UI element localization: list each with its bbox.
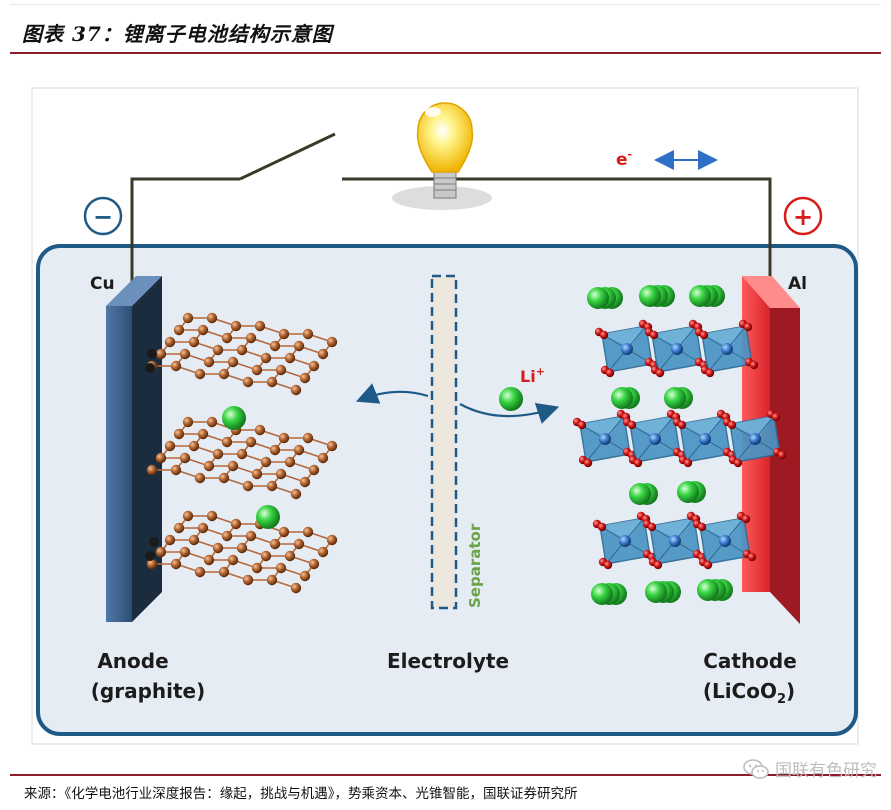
ion-arrow-to-anode (355, 383, 429, 404)
lithium-ion-anode-2 (256, 505, 280, 529)
watermark: 国联有色研究 (743, 756, 877, 781)
separator-label: Separator (466, 523, 484, 608)
coo6-layer-3 (592, 511, 757, 570)
graphite-layers (145, 312, 338, 594)
top-rule (10, 4, 881, 5)
licoo2-crystal-structure (572, 285, 787, 605)
coo6-layer-2 (572, 409, 787, 468)
lithium-ion-anode-1 (222, 406, 246, 430)
ion-arrow-to-cathode (459, 403, 560, 424)
positive-terminal-icon: + (783, 196, 823, 236)
anode-label: Anode (97, 649, 168, 673)
anode-terminal-label: Cu (90, 274, 115, 294)
figure-title: 图表 37：锂离子电池结构示意图 (22, 22, 333, 46)
title-rule (10, 52, 881, 54)
electrolyte-label: Electrolyte (387, 649, 509, 673)
cathode-label: Cathode (703, 649, 797, 673)
wechat-icon (743, 758, 769, 779)
anode-material-label: (graphite) (91, 679, 206, 703)
external-circuit (130, 132, 772, 286)
anode-electrode (106, 276, 162, 622)
separator (430, 274, 458, 610)
battery-diagram: e- − + Cu Al Separator Li+ Anode (graphi… (31, 87, 859, 745)
svg-text:+: + (793, 203, 813, 231)
source-rule (10, 774, 881, 776)
graphite-sheet-1 (146, 312, 338, 396)
light-bulb-icon (392, 102, 492, 210)
cathode-material-label: (LiCoO2) (703, 679, 795, 707)
watermark-text: 国联有色研究 (775, 761, 877, 781)
source-note: 来源：《化学电池行业深度报告：缘起，挑战与机遇》，势乘资本、光锥智能，国联证券研… (24, 786, 578, 802)
title-bar: 图表 37：锂离子电池结构示意图 (0, 0, 891, 52)
svg-text:−: − (93, 203, 113, 231)
electron-label: e- (616, 148, 632, 170)
coo6-layer-1 (594, 319, 759, 378)
negative-terminal-icon: − (83, 196, 123, 236)
lithium-ion-label: Li+ (520, 365, 545, 386)
cathode-terminal-label: Al (788, 274, 807, 294)
lithium-ion-migrating (499, 387, 523, 411)
